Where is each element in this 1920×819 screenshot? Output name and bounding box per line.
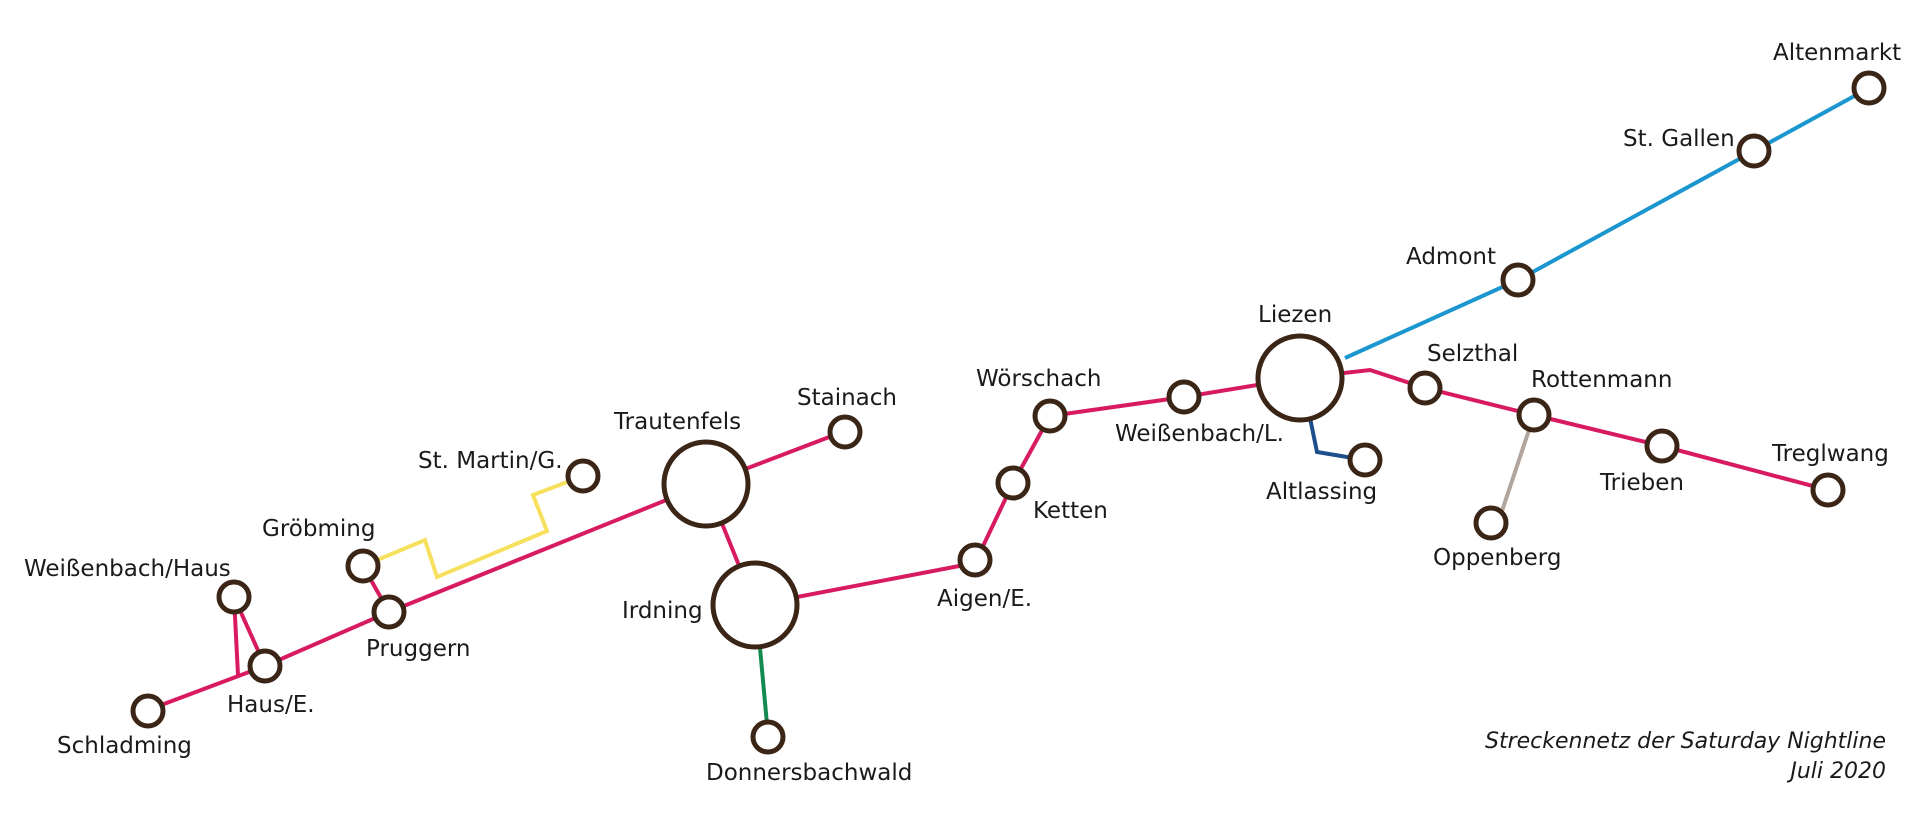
station-donnersbachwald-marker[interactable] <box>750 719 786 755</box>
station-selzthal-marker[interactable] <box>1407 370 1443 406</box>
label-admont: Admont <box>1406 244 1496 270</box>
label-trautenfels: Trautenfels <box>613 409 741 435</box>
station-st-martin-marker[interactable] <box>565 458 601 494</box>
station-stainach-marker[interactable] <box>827 414 863 450</box>
label-weissenbach-haus: Weißenbach/Haus <box>24 556 231 582</box>
label-donnersbachwald: Donnersbachwald <box>706 760 912 786</box>
label-oppenberg: Oppenberg <box>1433 545 1561 571</box>
label-schladming: Schladming <box>57 733 192 759</box>
map-caption: Streckennetz der Saturday Nightline Juli… <box>1485 727 1886 787</box>
caption-title: Streckennetz der Saturday Nightline <box>1485 729 1886 754</box>
station-weissenbach-haus-marker[interactable] <box>216 579 252 615</box>
label-treglwang: Treglwang <box>1771 441 1889 467</box>
station-woerschach-marker[interactable] <box>1032 398 1068 434</box>
label-groebming: Gröbming <box>262 516 375 542</box>
station-oppenberg-marker[interactable] <box>1473 505 1509 541</box>
label-aigen: Aigen/E. <box>937 586 1032 612</box>
station-rottenmann-marker[interactable] <box>1516 397 1552 433</box>
line-oppenberg <box>1496 414 1536 524</box>
line-admont <box>1344 86 1870 360</box>
label-selzthal: Selzthal <box>1427 341 1518 367</box>
label-trieben: Trieben <box>1599 470 1684 496</box>
station-haus-marker[interactable] <box>247 648 283 684</box>
station-altenmarkt-marker[interactable] <box>1851 70 1887 106</box>
station-schladming-marker[interactable] <box>130 693 166 729</box>
label-weissenbach-l: Weißenbach/L. <box>1115 421 1284 447</box>
label-rottenmann: Rottenmann <box>1531 367 1672 393</box>
station-irdning-marker[interactable] <box>710 560 800 650</box>
label-irdning: Irdning <box>622 598 703 624</box>
label-woerschach: Wörschach <box>976 366 1101 392</box>
caption-date: Juli 2020 <box>1790 759 1886 784</box>
label-stainach: Stainach <box>797 385 897 411</box>
label-liezen: Liezen <box>1258 302 1332 328</box>
station-trautenfels-marker[interactable] <box>661 439 751 529</box>
label-st-gallen: St. Gallen <box>1623 126 1735 152</box>
label-ketten: Ketten <box>1033 498 1108 524</box>
label-haus: Haus/E. <box>227 692 315 718</box>
line-st-martin <box>362 474 584 580</box>
station-admont-marker[interactable] <box>1500 262 1536 298</box>
station-st-gallen-marker[interactable] <box>1736 133 1772 169</box>
label-st-martin: St. Martin/G. <box>418 448 563 474</box>
station-groebming-marker[interactable] <box>345 548 381 584</box>
label-pruggern: Pruggern <box>366 636 470 662</box>
station-aigen-marker[interactable] <box>957 542 993 578</box>
station-weissenbach-l-marker[interactable] <box>1166 379 1202 415</box>
label-altlassing: Altlassing <box>1266 479 1377 505</box>
station-treglwang-marker[interactable] <box>1810 472 1846 508</box>
label-altenmarkt: Altenmarkt <box>1773 40 1901 66</box>
station-ketten-marker[interactable] <box>995 465 1031 501</box>
station-trieben-marker[interactable] <box>1644 428 1680 464</box>
station-altlassing-marker[interactable] <box>1347 442 1383 478</box>
station-liezen-marker[interactable] <box>1255 333 1345 423</box>
station-pruggern-marker[interactable] <box>371 594 407 630</box>
